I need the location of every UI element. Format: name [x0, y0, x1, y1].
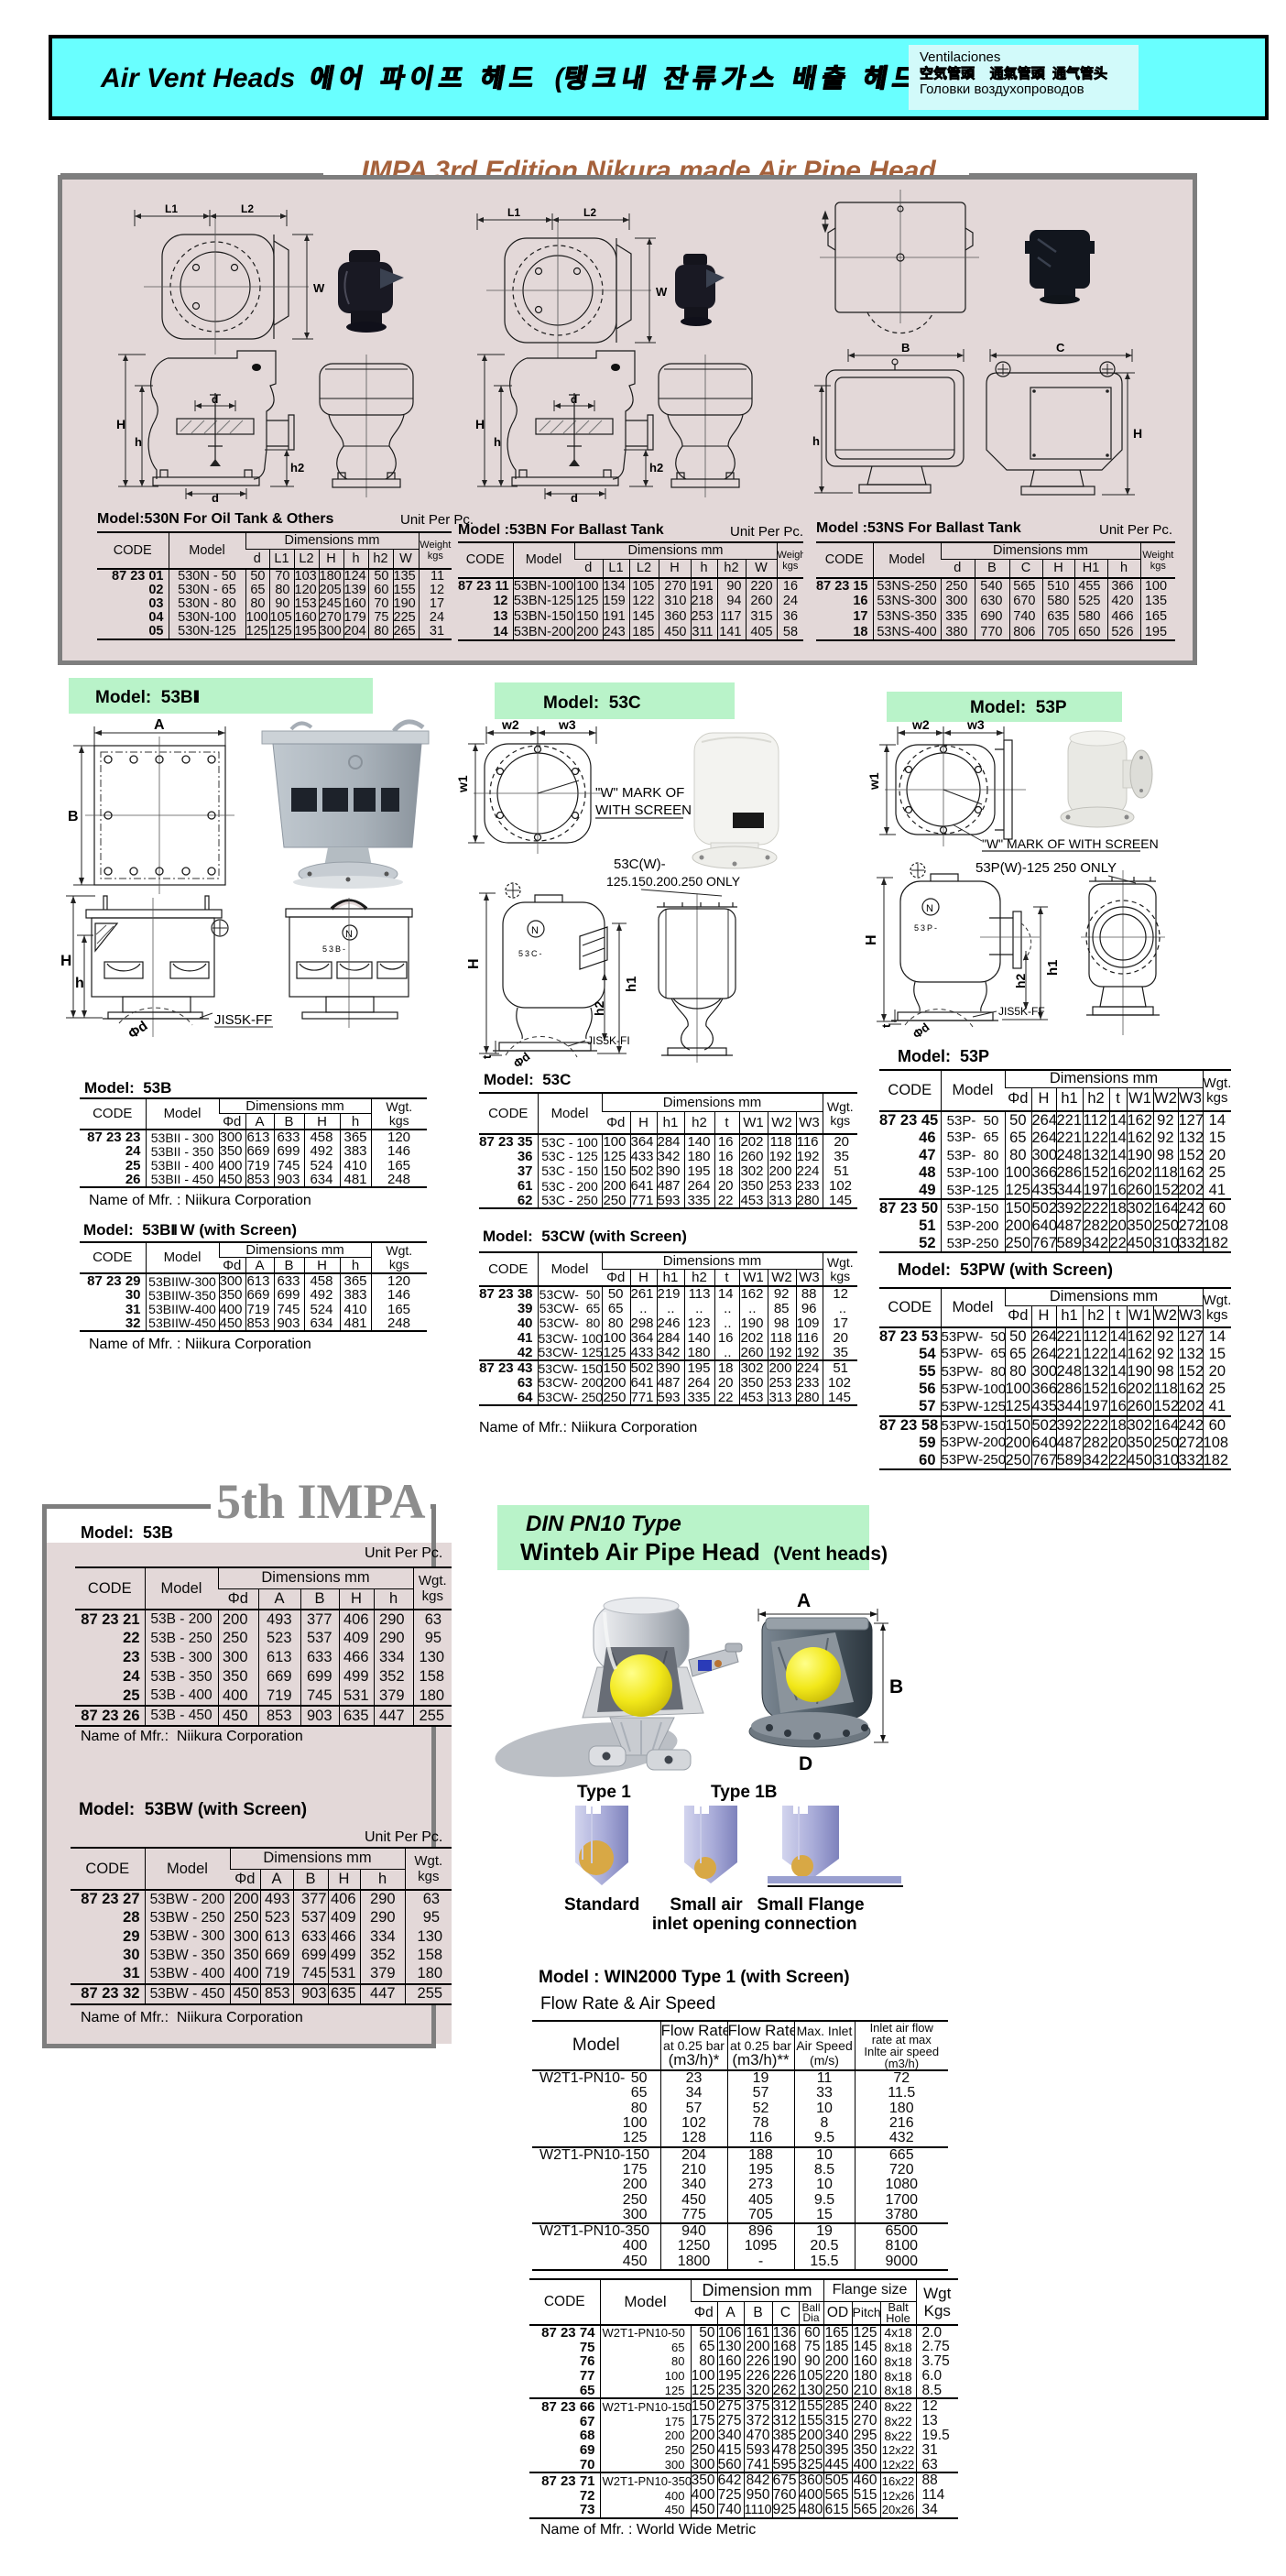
- svg-text:H: H: [466, 958, 482, 969]
- svg-text:H: H: [60, 952, 71, 969]
- svg-text:B: B: [901, 341, 910, 355]
- svg-text:53P(W)-125 250 ONLY: 53P(W)-125 250 ONLY: [975, 860, 1117, 876]
- svg-text:JIS5K-FF: JIS5K-FF: [998, 1005, 1045, 1018]
- svg-text:h1: h1: [1045, 959, 1061, 976]
- svg-text:H: H: [1133, 426, 1142, 441]
- svg-text:w1: w1: [866, 772, 881, 791]
- svg-text:A: A: [154, 717, 165, 733]
- svg-text:N: N: [531, 925, 539, 936]
- svg-text:"W" MARK OF: "W" MARK OF: [595, 785, 684, 801]
- svg-text:h1: h1: [624, 976, 639, 992]
- svg-text:w2: w2: [911, 717, 930, 732]
- svg-text:H: H: [864, 934, 879, 945]
- svg-text:"W" MARK OF WITH SCREEN: "W" MARK OF WITH SCREEN: [982, 836, 1159, 851]
- svg-text:JIS5K-FF: JIS5K-FF: [214, 1012, 272, 1028]
- svg-text:53P-: 53P-: [914, 923, 939, 933]
- svg-text:125.150.200.250 ONLY: 125.150.200.250 ONLY: [606, 874, 741, 889]
- svg-text:53C-: 53C-: [518, 949, 544, 958]
- svg-text:h2: h2: [1013, 973, 1028, 988]
- svg-text:Φd: Φd: [511, 1049, 533, 1070]
- svg-text:C: C: [1056, 341, 1065, 355]
- svg-text:t: t: [879, 1023, 893, 1028]
- svg-text:B: B: [889, 1676, 903, 1697]
- svg-text:Φd: Φd: [910, 1020, 932, 1041]
- svg-text:w1: w1: [455, 775, 470, 793]
- svg-text:D: D: [799, 1753, 812, 1774]
- svg-text:WITH SCREEN: WITH SCREEN: [595, 802, 692, 818]
- svg-text:B: B: [68, 809, 79, 824]
- svg-text:Φd: Φd: [125, 1018, 150, 1042]
- svg-text:w3: w3: [966, 717, 985, 732]
- svg-text:h2: h2: [592, 1000, 606, 1016]
- svg-text:w3: w3: [558, 717, 576, 732]
- svg-text:53C(W)-: 53C(W)-: [614, 857, 666, 872]
- svg-text:w2: w2: [501, 717, 519, 732]
- svg-text:h: h: [812, 434, 820, 448]
- svg-text:53B-: 53B-: [322, 944, 347, 954]
- svg-text:N: N: [926, 903, 933, 914]
- svg-text:JIS5K-FI: JIS5K-FI: [587, 1034, 630, 1047]
- svg-text:A: A: [797, 1590, 811, 1611]
- svg-text:t: t: [480, 1054, 494, 1059]
- svg-text:h: h: [75, 976, 84, 991]
